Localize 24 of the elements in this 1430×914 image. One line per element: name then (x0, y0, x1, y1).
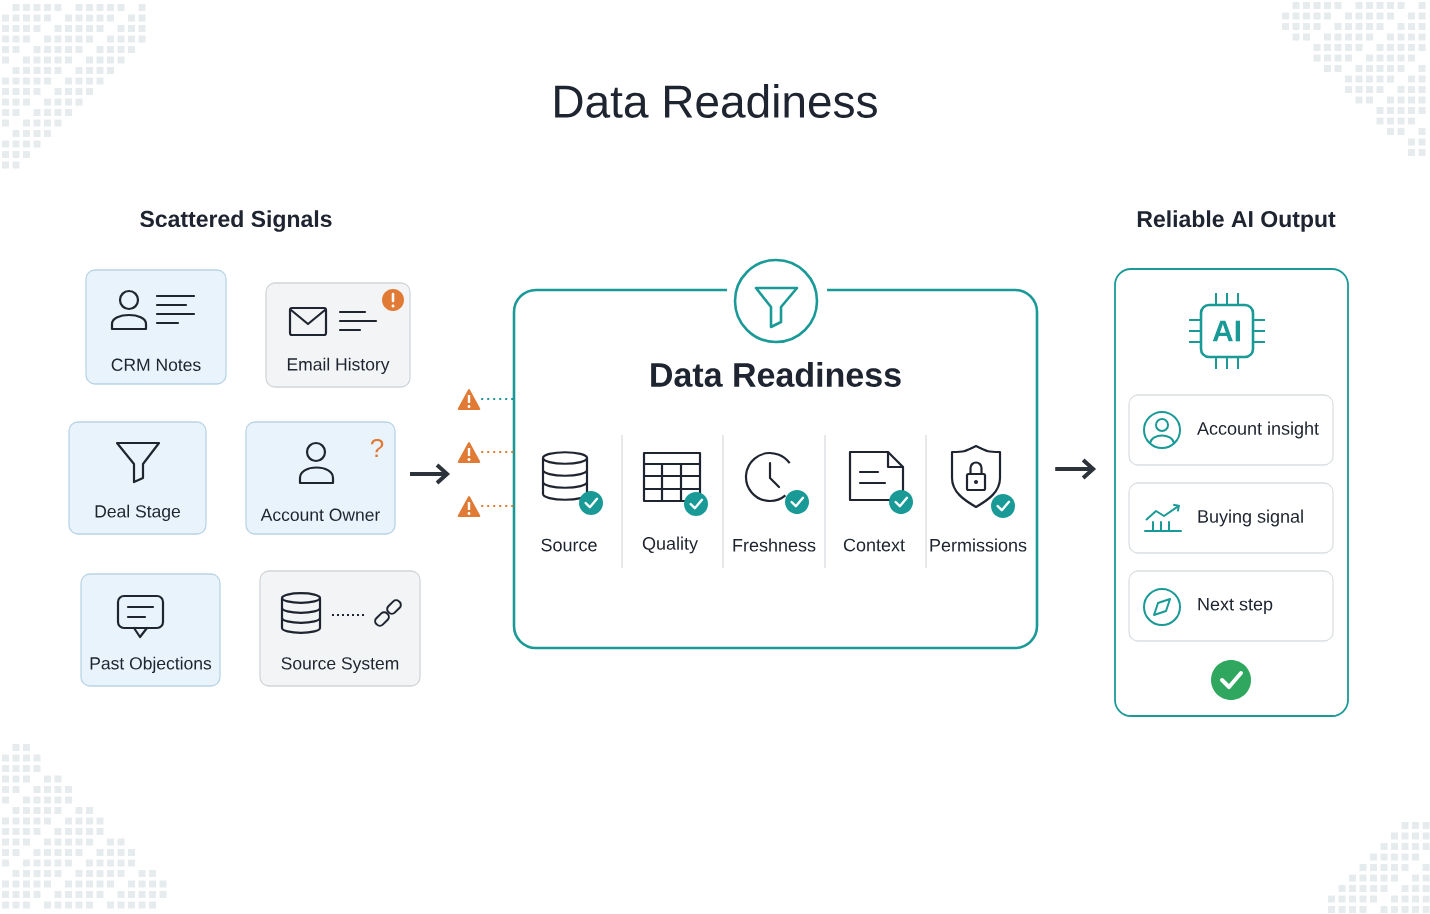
category-label: Source (541, 538, 597, 552)
panel-heading: Reliable AI Output (1137, 210, 1336, 232)
category-label: Context (843, 538, 905, 552)
question-mark: ? (370, 438, 384, 458)
signal-card: CRM Notes (85, 269, 227, 385)
signal-card: Email History (265, 282, 411, 388)
signal-card: Past Objections (80, 573, 221, 687)
category-label: Quality (642, 536, 698, 554)
dotted-connector (480, 451, 515, 453)
signal-card: Source System (259, 570, 421, 687)
output-card: Buying signal (1128, 482, 1334, 554)
section-heading: Scattered Signals (140, 210, 332, 232)
title: Data Readiness (555, 84, 877, 118)
output-card: Account insight (1128, 394, 1334, 466)
signal-card: Deal Stage (68, 421, 207, 535)
category-label: Freshness (733, 538, 816, 552)
output-card: Next step (1128, 570, 1334, 642)
arrow (1055, 458, 1097, 480)
dotted-connector (480, 398, 515, 400)
warning-icon (457, 496, 481, 517)
category-label: Permissions (930, 538, 1027, 552)
dotted-connector (480, 505, 515, 507)
warning-icon (457, 389, 481, 410)
warning-icon (457, 442, 481, 463)
